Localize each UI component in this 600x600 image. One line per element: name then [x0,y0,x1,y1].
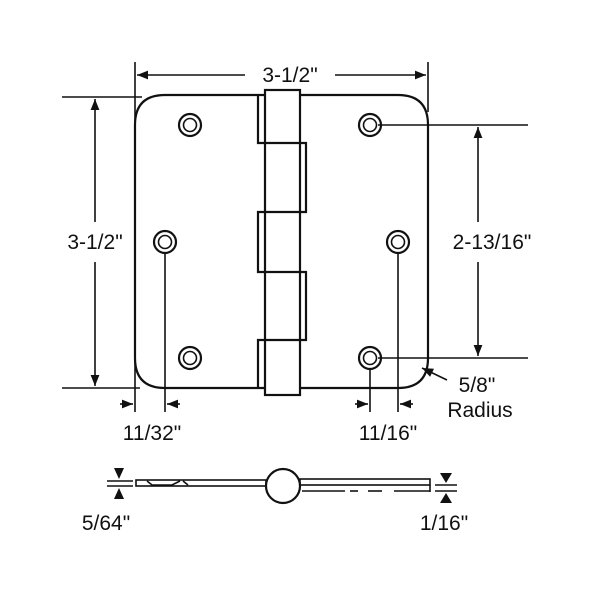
width-label: 3-1/2" [262,64,317,87]
right-leaf [300,93,430,390]
screw-hole [357,112,383,138]
screw-hole [152,229,178,255]
width-dimension: 3-1/2" [134,62,429,120]
hole-spacing-label: 2-13/16" [453,231,532,254]
screw-hole [177,345,203,371]
left-edge-label: 11/32" [123,422,181,445]
screw-hole [357,345,383,371]
thickness-label: 5/64" [82,512,130,535]
gap-label: 1/16" [420,512,468,535]
radius-word: Radius [447,399,512,422]
radius-callout: 5/8" Radius [421,367,513,422]
left-leaf [133,93,265,390]
height-label: 3-1/2" [67,231,122,254]
left-edge-dimension: 11/32" [120,253,181,445]
screw-hole [177,112,203,138]
right-edge-dimension: 11/16" [355,253,417,445]
screw-holes [152,112,411,371]
side-profile: 5/64" 1/16" [82,467,468,535]
radius-value: 5/8" [459,374,496,397]
screw-hole [385,229,411,255]
height-dimension: 3-1/2" [62,96,142,389]
right-edge-label: 11/16" [359,422,417,445]
hinge-knuckle [256,88,308,397]
hole-spacing-dimension: 2-13/16" [378,124,532,359]
